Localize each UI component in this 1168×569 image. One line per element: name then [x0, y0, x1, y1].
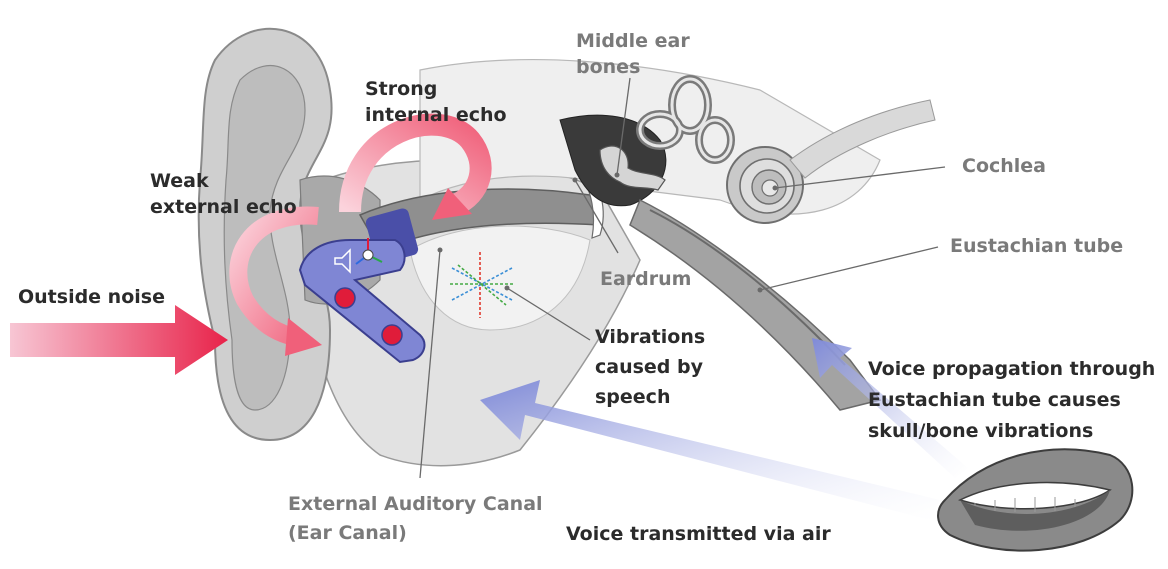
mouth-illustration — [938, 449, 1132, 550]
cochlea-label: Cochlea — [962, 153, 1046, 179]
strong-internal-echo-label: Strong internal echo — [365, 76, 507, 128]
eardrum-label: Eardrum — [600, 266, 691, 292]
vibrations-label: Vibrations caused by speech — [595, 322, 705, 412]
voice-air-label: Voice transmitted via air — [566, 521, 831, 547]
weak-external-echo-label: Weak external echo — [150, 168, 297, 220]
outside-noise-arrow — [10, 305, 228, 375]
outside-noise-label: Outside noise — [18, 284, 165, 310]
middle-ear-bones-label: Middle ear bones — [576, 28, 690, 80]
eustachian-tube-label: Eustachian tube — [950, 233, 1123, 259]
external-canal-label: External Auditory Canal (Ear Canal) — [288, 490, 543, 548]
voice-propagation-label: Voice propagation through Eustachian tub… — [868, 354, 1155, 447]
